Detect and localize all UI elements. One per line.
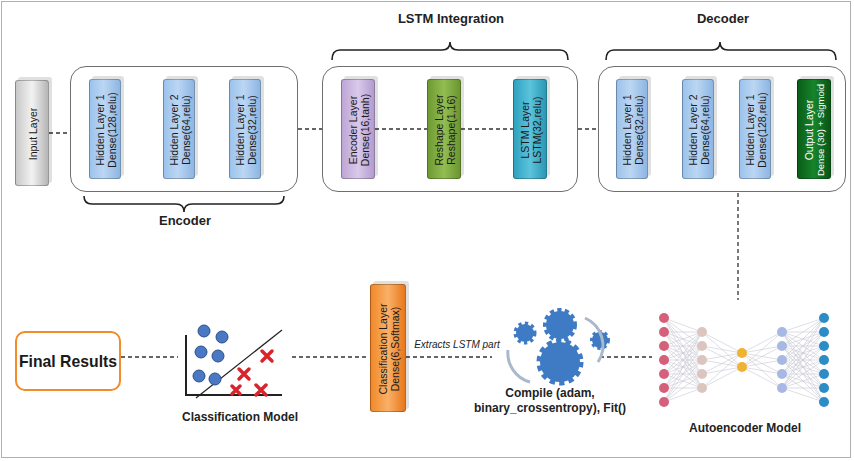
dense-layer-box: Hidden Layer 1Dense(32,relu) (616, 79, 648, 179)
dashed-connector (49, 132, 70, 133)
reshape-layer-box: Reshape LayerReshape(1,16) (427, 79, 461, 179)
node-text: Hidden Layer 2 (687, 94, 699, 165)
text-holder: Output LayerDense (30) + Sigmoid (798, 83, 832, 177)
text-holder: Input Layer (16, 84, 50, 184)
classification-layer-box: Classification LayerDense(6,Softmax) (370, 284, 406, 412)
gear-line (600, 356, 652, 357)
lstm-bracket (332, 42, 568, 60)
text-holder: Hidden Layer 1Dense(128,relu) (90, 83, 122, 177)
text-holder: Hidden Layer 1Dense(128,relu) (740, 83, 772, 177)
node-text: Reshape Layer (433, 94, 445, 165)
dense-layer-box: Hidden Layer 1Dense(32,relu) (229, 79, 261, 179)
input-layer-box: Input Layer (15, 80, 49, 186)
node-text: Hidden Layer 1 (234, 94, 246, 165)
text-holder: Hidden Layer 2Dense(64,relu) (164, 83, 196, 177)
dashed-connector (578, 128, 598, 129)
dense-layer-box: Hidden Layer 1Dense(128,relu) (89, 79, 121, 179)
results-box: Final Results (15, 331, 121, 391)
illustration-caption: Autoencoder Model (670, 421, 820, 436)
node-text: Dense(32,relu) (633, 95, 645, 164)
node-text: Output Layer (803, 100, 815, 161)
scatter-plot (186, 325, 282, 398)
encoder-layer-box: Encoder LayerDense(16,tanh) (341, 79, 375, 179)
text-holder: Hidden Layer 2Dense(64,relu) (683, 83, 715, 177)
node-text: Hidden Layer 1 (744, 94, 756, 165)
autoencoder-network (659, 313, 829, 407)
extract-line (406, 356, 492, 357)
node-text: Encoder Layer (347, 96, 359, 164)
illustration-caption: Classification Model (175, 410, 305, 425)
text-holder: LSTM LayerLSTM(32,relu) (514, 83, 548, 177)
group-label: Encoder (71, 213, 299, 228)
dashed-connector (298, 128, 322, 129)
annotation: Extracts LSTM part (412, 338, 502, 351)
encoder-group: EncoderHidden Layer 1Dense(128,relu)Hidd… (70, 66, 298, 192)
dashed-connector (375, 128, 427, 129)
node-text: Hidden Layer 1 (621, 94, 633, 165)
text-holder: Hidden Layer 1Dense(32,relu) (230, 83, 262, 177)
decoder-bracket (606, 42, 836, 60)
scatter-line (292, 356, 368, 357)
node-text: LSTM Layer (519, 101, 531, 158)
gears-icon (508, 311, 608, 382)
text-holder: Reshape LayerReshape(1,16) (428, 83, 462, 177)
dashed-connector (461, 128, 513, 129)
node-text: Dense(128,relu) (106, 92, 118, 167)
text-holder: Final Results (17, 333, 119, 389)
text-holder: Hidden Layer 1Dense(32,relu) (617, 83, 649, 177)
node-text: Dense(64,relu) (699, 95, 711, 164)
decoder-to-autoencoder-line (737, 193, 738, 300)
results-line (121, 356, 178, 357)
lstm-group: LSTM IntegrationEncoder LayerDense(16,ta… (322, 66, 578, 192)
node-text: Dense(128,relu) (756, 92, 768, 167)
node-text: Reshape(1,16) (445, 95, 457, 164)
node-text: Dense (30) + Sigmoid (815, 84, 827, 176)
node-text: Hidden Layer 1 (94, 94, 106, 165)
dense-layer-box: Hidden Layer 1Dense(128,relu) (739, 79, 771, 179)
node-text: Final Results (19, 352, 117, 371)
node-text: Hidden Layer 2 (168, 94, 180, 165)
dense-layer-box: Hidden Layer 2Dense(64,relu) (682, 79, 714, 179)
dense-layer-box: Hidden Layer 2Dense(64,relu) (163, 79, 195, 179)
group-label: LSTM Integration (323, 11, 579, 26)
lstm-layer-box: LSTM LayerLSTM(32,relu) (513, 79, 547, 179)
group-label: Decoder (599, 11, 847, 26)
node-text: Classification Layer (377, 303, 389, 394)
output-layer-box: Output LayerDense (30) + Sigmoid (797, 79, 831, 179)
node-text: LSTM(32,relu) (531, 96, 543, 163)
node-text: Dense(64,relu) (180, 95, 192, 164)
encoder-bracket (84, 196, 284, 212)
decoder-group: DecoderHidden Layer 1Dense(32,relu)Hidde… (598, 66, 846, 192)
node-text: Input Layer (27, 108, 39, 161)
node-text: Dense(16,tanh) (359, 94, 371, 166)
node-text: Dense(6,Softmax) (389, 307, 401, 392)
text-holder: Encoder LayerDense(16,tanh) (342, 83, 376, 177)
text-holder: Classification LayerDense(6,Softmax) (371, 288, 407, 410)
node-text: Dense(32,relu) (246, 95, 258, 164)
illustration-caption: Compile (adam, binary_crossentropy), Fit… (470, 386, 630, 416)
